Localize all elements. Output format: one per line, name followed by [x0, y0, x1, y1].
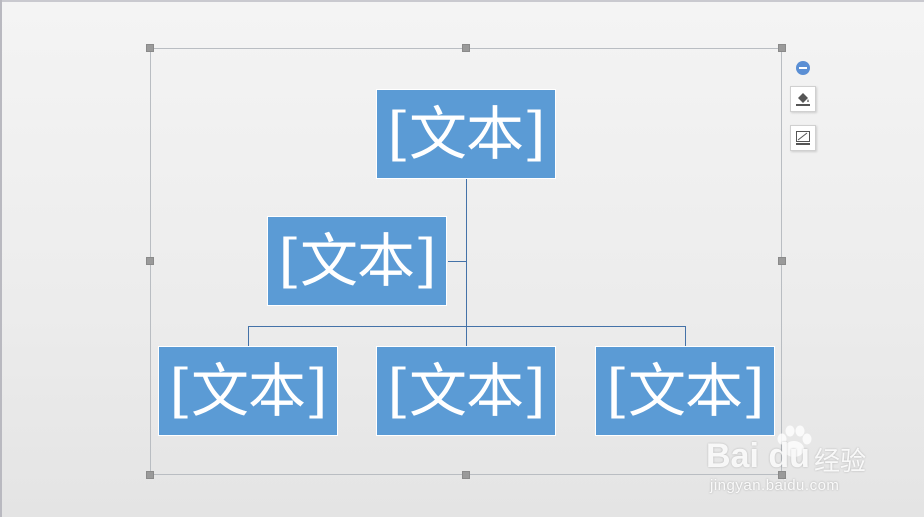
resize-handle-right[interactable]: [778, 257, 786, 265]
org-node-assistant[interactable]: [文本]: [267, 216, 447, 306]
resize-handle-bottom[interactable]: [462, 471, 470, 479]
watermark-logo-text: Bai du: [706, 437, 810, 475]
watermark-url: jingyan.baidu.com: [710, 477, 840, 494]
resize-handle-top-left[interactable]: [146, 44, 154, 52]
layout-options-icon[interactable]: [790, 125, 816, 151]
paint-bucket-glyph: [796, 93, 810, 106]
resize-handle-top[interactable]: [462, 44, 470, 52]
org-node-child-2[interactable]: [文本]: [376, 346, 556, 436]
resize-handle-left[interactable]: [146, 257, 154, 265]
org-node-top[interactable]: [文本]: [376, 89, 556, 179]
resize-handle-top-right[interactable]: [778, 44, 786, 52]
org-node-child-1[interactable]: [文本]: [158, 346, 338, 436]
connector-child-3: [685, 326, 686, 347]
connector-horizontal: [248, 326, 686, 327]
window-left-border: [0, 0, 2, 517]
connector-assistant: [448, 261, 466, 262]
collapse-icon[interactable]: [796, 61, 810, 75]
baidu-paw-logo: [777, 425, 812, 457]
watermark-cn-text: 经验: [814, 447, 867, 477]
resize-handle-bottom-right[interactable]: [778, 471, 786, 479]
connector-child-1: [248, 326, 249, 347]
resize-handle-bottom-left[interactable]: [146, 471, 154, 479]
paint-bucket-icon[interactable]: [790, 86, 816, 112]
layout-options-glyph: [796, 131, 810, 145]
org-node-child-3[interactable]: [文本]: [595, 346, 775, 436]
window-top-border: [0, 0, 924, 2]
connector-trunk: [466, 179, 467, 347]
baidu-watermark: Bai du 经验 jingyan.baidu.com: [706, 425, 886, 497]
